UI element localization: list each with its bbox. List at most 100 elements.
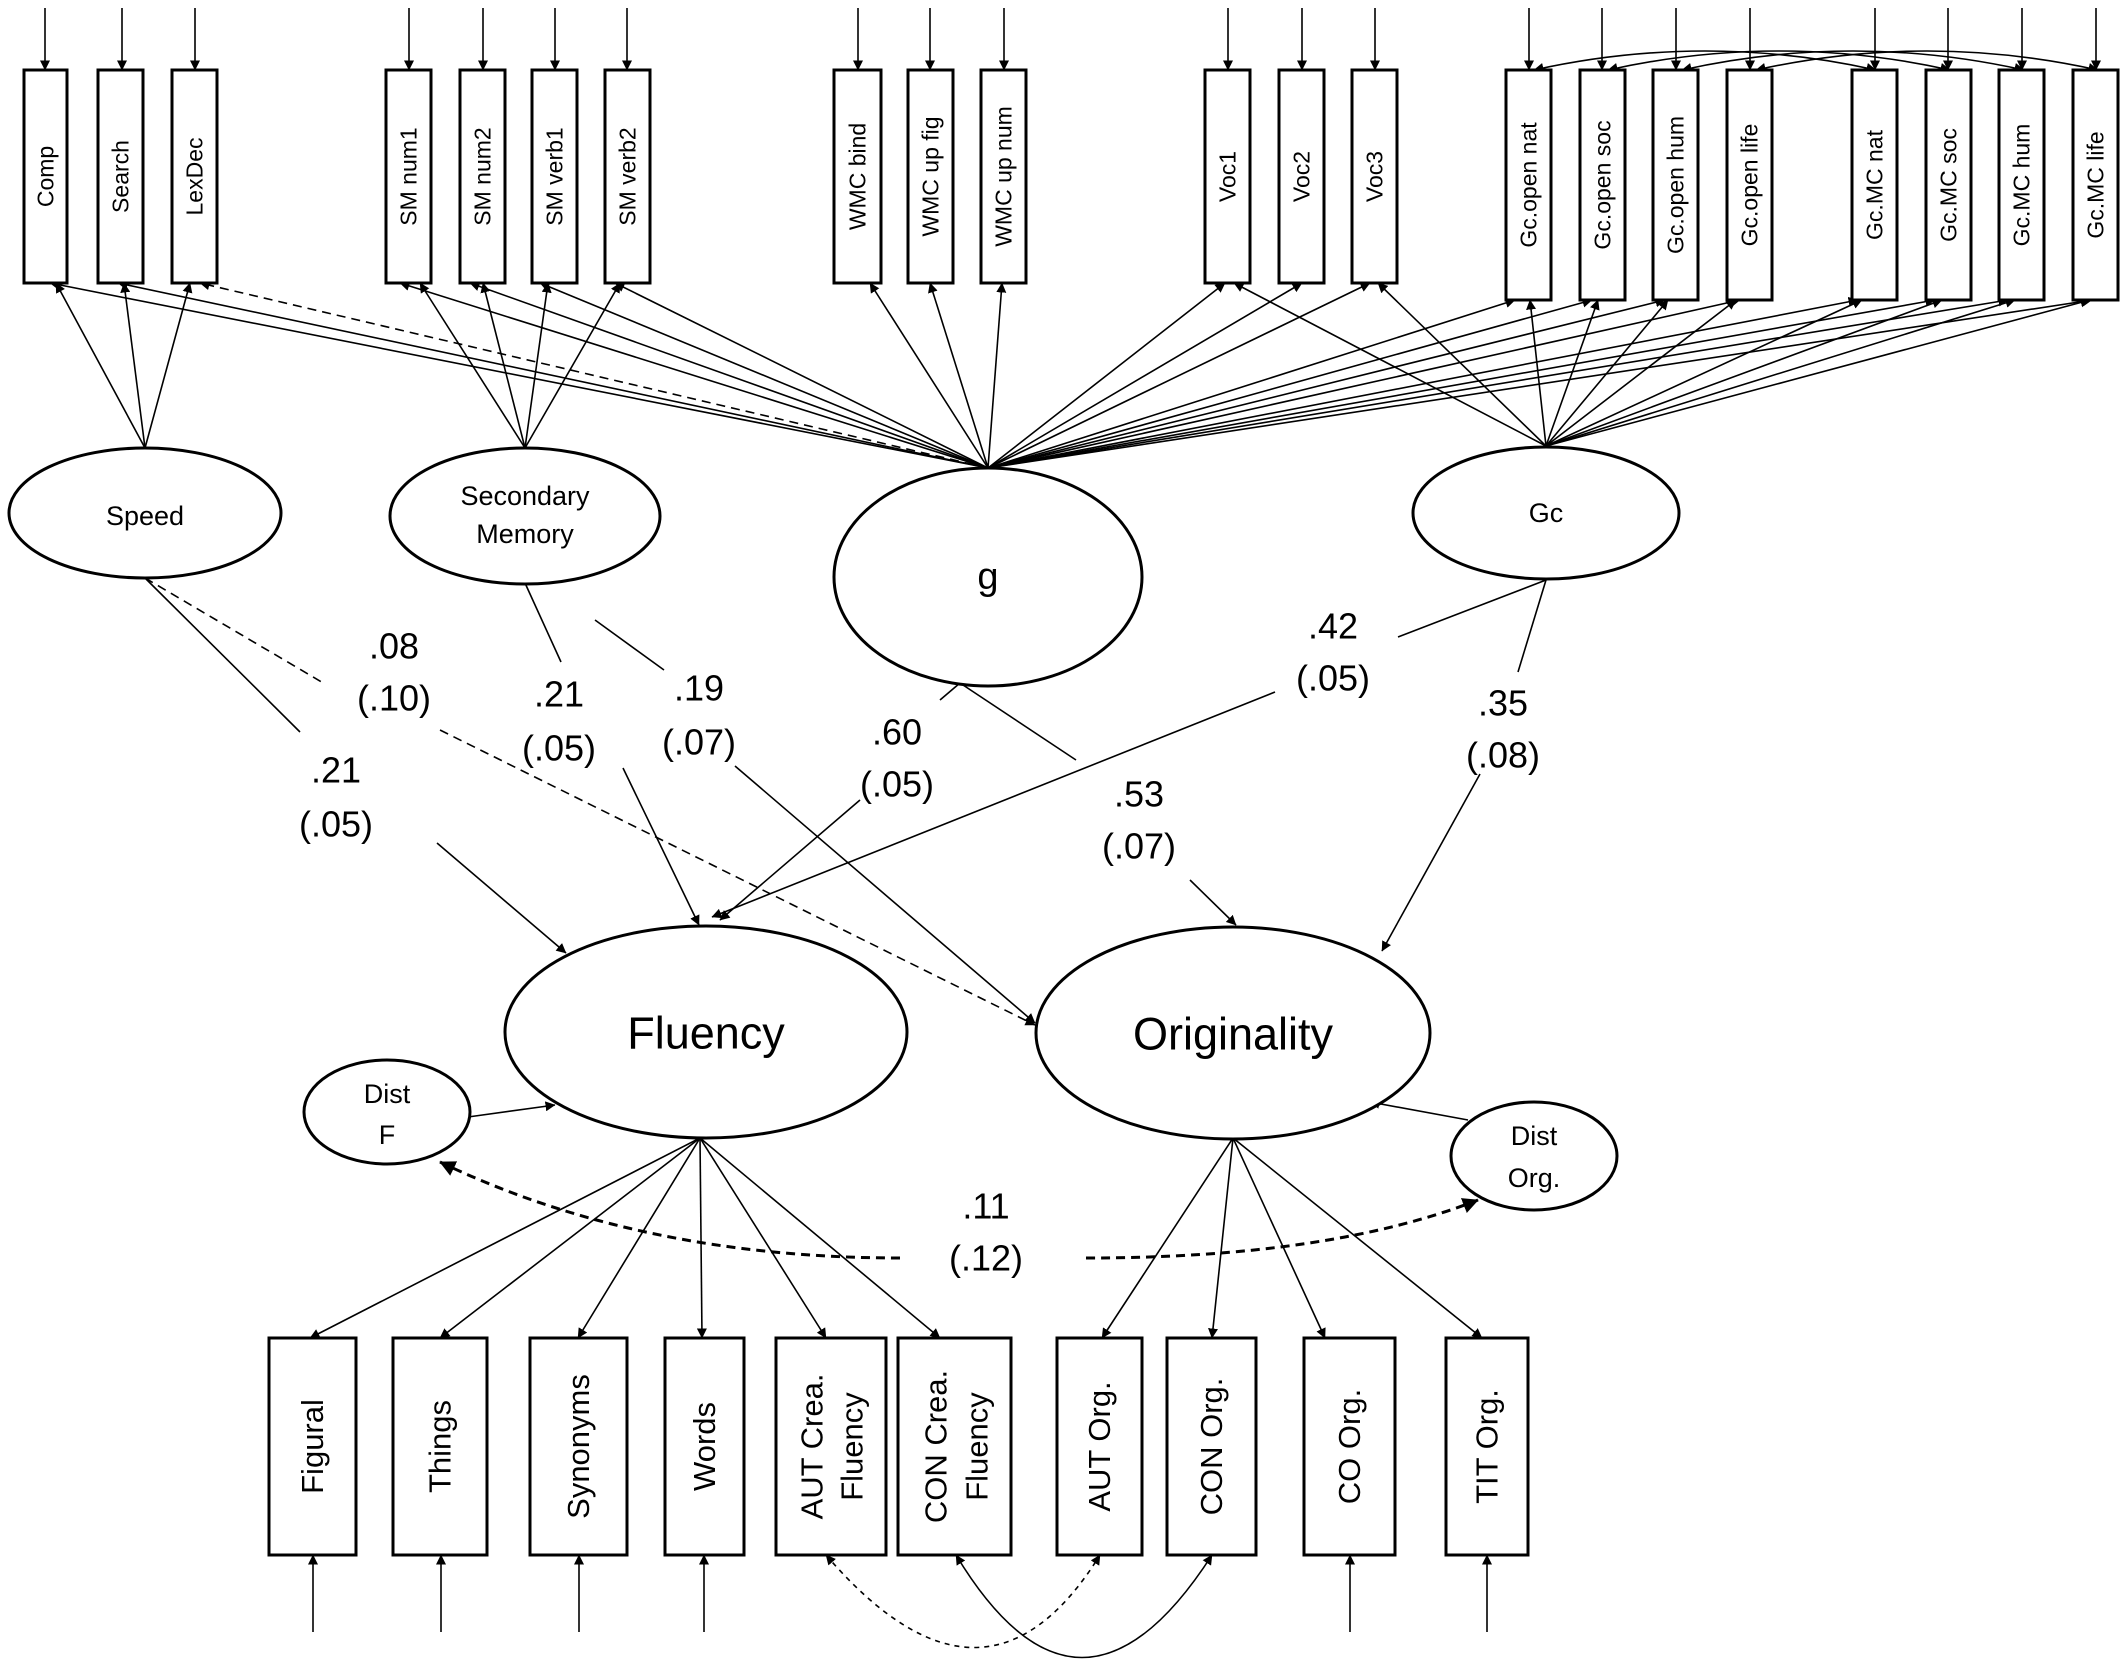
- coef-sm-fluency: .21 (.05): [522, 674, 596, 769]
- latent-fluency: Fluency: [503, 924, 909, 1140]
- fluency-loadings: [309, 1137, 941, 1339]
- indicator-label: Search: [108, 140, 134, 213]
- indicator-box: Gc.open hum: [1651, 68, 1700, 302]
- coef-se: (.05): [1296, 658, 1370, 699]
- indicator-box: SM num2: [458, 68, 507, 285]
- indicator-label: Gc.MC hum: [2009, 124, 2035, 247]
- indicator-box: Gc.MC hum: [1997, 68, 2046, 302]
- indicator-box: SM verb2: [603, 68, 652, 285]
- latent-label: g: [977, 556, 998, 598]
- speed-indicators: Comp Search LexDec: [22, 68, 219, 285]
- indicator-label: Voc1: [1215, 151, 1241, 202]
- indicator-box: WMC up fig: [906, 68, 955, 285]
- gc-loadings: [1233, 282, 2091, 447]
- indicator-label: Gc.open life: [1737, 124, 1763, 247]
- coef-estimate: .42: [1308, 606, 1358, 647]
- indicator-box: Gc.MC life: [2071, 68, 2120, 302]
- coef-se: (.05): [299, 804, 373, 845]
- indicator-box: WMC up num: [979, 68, 1028, 285]
- indicator-box: TIT Org.: [1444, 1336, 1530, 1557]
- indicator-label: CO Org.: [1332, 1389, 1367, 1504]
- coef-estimate: .11: [962, 1186, 1009, 1227]
- indicator-box: CON Org.: [1165, 1336, 1258, 1557]
- gc-error-covariance-arcs: [1533, 50, 2099, 73]
- g-loadings: [49, 279, 2093, 469]
- indicator-label: CON Crea.: [919, 1370, 954, 1523]
- indicator-label: Words: [687, 1402, 722, 1491]
- coef-sm-originality: .19 (.07): [662, 668, 736, 763]
- indicator-box: AUT Crea. Fluency: [774, 1336, 888, 1557]
- coef-estimate: .21: [534, 674, 584, 715]
- latent-originality: Originality: [1034, 925, 1432, 1141]
- indicator-label: SM num1: [396, 127, 422, 225]
- voc-indicators: Voc1 Voc2 Voc3: [1203, 68, 1399, 285]
- indicator-box: Voc2: [1277, 68, 1326, 285]
- latent-label: Fluency: [627, 1008, 785, 1059]
- indicator-box: Words: [663, 1336, 746, 1557]
- coef-estimate: (.05): [860, 764, 934, 805]
- speed-loadings: [55, 282, 193, 449]
- coef-estimate: .53: [1114, 774, 1164, 815]
- coef-g-fluency: .60 (.05): [860, 712, 934, 805]
- indicator-label: SM verb1: [542, 127, 568, 225]
- latent-label: Dist: [364, 1079, 411, 1109]
- disturbance-paths: [439, 1098, 1479, 1260]
- latent-label: F: [379, 1120, 396, 1150]
- coefficient-labels: .21 (.05) .08 (.10) .21 (.05) .19 (.07) …: [299, 606, 1540, 1279]
- top-error-arrows: [40, 8, 2101, 71]
- indicator-label: Gc.open hum: [1663, 116, 1689, 254]
- coef-se: (.07): [1102, 826, 1176, 867]
- latent-label: Gc: [1529, 498, 1564, 528]
- coef-speed-originality: .08 (.10): [357, 626, 431, 719]
- secondary-memory-loadings: [419, 282, 621, 449]
- coef-speed-fluency: .21 (.05): [299, 750, 373, 845]
- indicator-label: Figural: [295, 1399, 330, 1494]
- indicator-box: Things: [391, 1336, 489, 1557]
- indicator-label: Fluency: [960, 1392, 995, 1501]
- indicator-label: Voc2: [1289, 151, 1315, 202]
- indicator-label: Fluency: [835, 1392, 870, 1501]
- indicator-label: Things: [423, 1400, 458, 1493]
- indicator-box: Voc3: [1350, 68, 1399, 285]
- coef-estimate: .08: [369, 626, 419, 667]
- indicator-box: CON Crea. Fluency: [896, 1336, 1013, 1557]
- disturbance-originality: Dist Org.: [1449, 1100, 1619, 1212]
- coef-se: (.10): [357, 678, 431, 719]
- latent-label: Org.: [1508, 1163, 1561, 1193]
- bottom-residual-covariances: [825, 1554, 1213, 1659]
- indicator-box: Search: [96, 68, 145, 285]
- indicator-label: LexDec: [182, 138, 208, 216]
- structural-paths: [144, 577, 1547, 1026]
- indicator-box: Voc1: [1203, 68, 1252, 285]
- indicator-label: AUT Crea.: [795, 1374, 830, 1520]
- originality-indicators: AUT Org. CON Org. CO Org. TIT Org.: [1055, 1336, 1530, 1557]
- indicator-box: Gc.open life: [1725, 68, 1774, 302]
- indicator-box: Gc.MC soc: [1924, 68, 1973, 302]
- indicator-label: Voc3: [1362, 151, 1388, 202]
- coef-gc-originality: .35 (.08): [1466, 683, 1540, 776]
- coef-se: (.12): [949, 1238, 1023, 1279]
- latent-label: Memory: [476, 519, 574, 549]
- secondary-memory-indicators: SM num1 SM num2 SM verb1 SM verb2: [384, 68, 652, 285]
- indicator-box: SM verb1: [530, 68, 579, 285]
- indicator-label: Gc.MC life: [2083, 131, 2109, 238]
- disturbance-fluency: Dist F: [302, 1058, 472, 1166]
- indicator-label: CON Org.: [1194, 1378, 1229, 1516]
- latent-label: Secondary: [460, 481, 590, 511]
- coef-se: (.05): [522, 728, 596, 769]
- indicator-box: WMC bind: [832, 68, 883, 285]
- originality-loadings: [1101, 1137, 1483, 1339]
- coef-estimate: .35: [1478, 683, 1528, 724]
- indicator-label: WMC bind: [845, 123, 871, 230]
- fluency-indicators: Figural Things Synonyms Words AUT Crea. …: [267, 1336, 1013, 1557]
- indicator-box: Gc.MC nat: [1850, 68, 1899, 302]
- indicator-box: Gc.open nat: [1504, 68, 1553, 302]
- bottom-error-arrows: [308, 1554, 1492, 1632]
- latent-speed: Speed: [7, 446, 283, 580]
- latent-label: Speed: [106, 501, 184, 531]
- coef-g-originality: .53 (.07): [1102, 774, 1176, 867]
- indicator-box: LexDec: [170, 68, 219, 285]
- indicator-label: Gc.open soc: [1590, 120, 1616, 249]
- coef-se: (.07): [662, 722, 736, 763]
